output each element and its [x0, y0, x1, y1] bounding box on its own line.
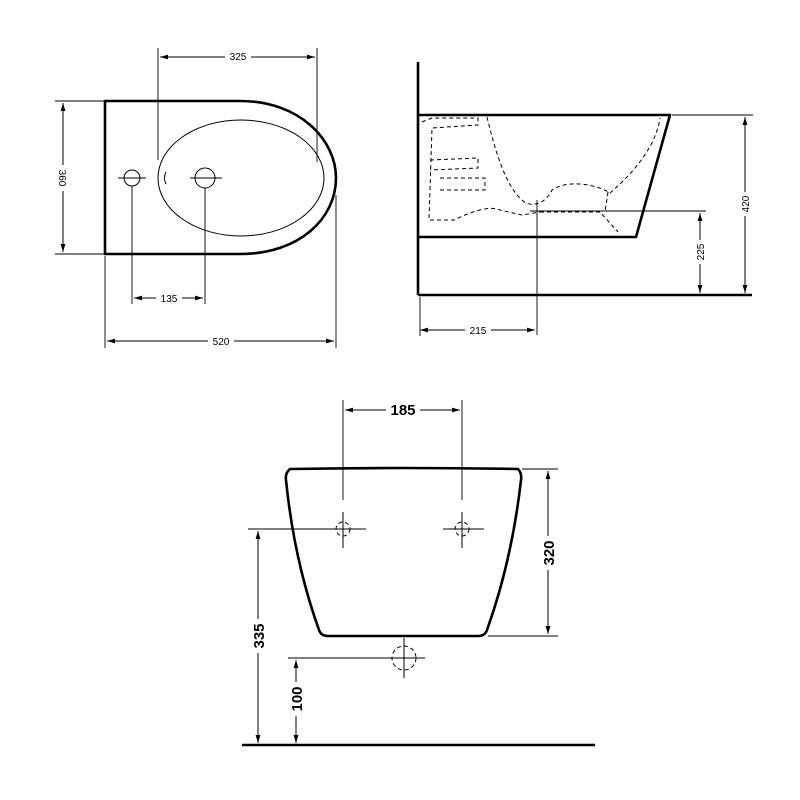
- dim-body-height: 320: [541, 540, 558, 565]
- top-view: 325 360 135 520: [55, 48, 338, 348]
- dim-depth: 360: [56, 170, 67, 187]
- base-hidden: [540, 211, 619, 233]
- front-view-outline: [284, 466, 523, 638]
- trap-hidden: [421, 117, 541, 221]
- top-view-outline: [103, 99, 338, 256]
- channel-hidden: [429, 157, 486, 191]
- dim-overall-length: 520: [213, 337, 230, 348]
- dim-outlet-height-front: 100: [289, 686, 306, 711]
- outlet-hidden: [604, 191, 609, 213]
- dim-outlet-height: 225: [696, 243, 707, 260]
- dim-width-top: 325: [230, 52, 247, 63]
- waste-outlet: [383, 638, 425, 678]
- bowl-inner-hidden: [486, 116, 661, 205]
- tap-hole: [118, 169, 146, 187]
- dim-hole-spacing: 135: [161, 294, 178, 305]
- front-view: 185 320 335 100: [242, 400, 595, 747]
- bolt-hole-left: [326, 512, 366, 548]
- side-view-outline: [419, 113, 672, 239]
- dim-height-top: 420: [741, 195, 752, 212]
- bowl-opening: [157, 119, 325, 237]
- waste-hole: [190, 167, 222, 189]
- side-view: 420 225 215: [416, 62, 753, 337]
- dim-bolt-spacing: 185: [390, 402, 415, 419]
- dim-outlet-distance: 215: [470, 326, 487, 337]
- dim-bolt-height: 335: [251, 623, 268, 648]
- bolt-hole-right: [443, 512, 484, 548]
- overflow-slot: [164, 171, 167, 185]
